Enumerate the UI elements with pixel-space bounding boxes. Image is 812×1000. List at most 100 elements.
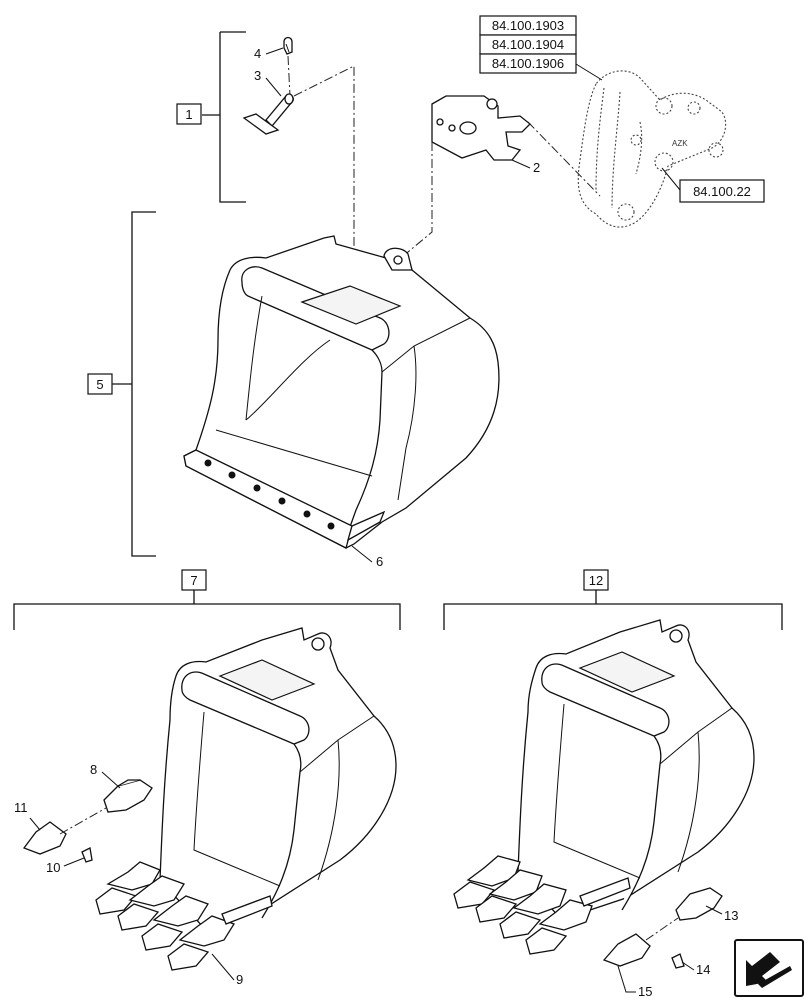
bucket-left-mount-plate xyxy=(218,659,316,701)
callout-2: 2 xyxy=(533,160,540,175)
callout-6-leader xyxy=(351,545,373,563)
pin-axis-line xyxy=(287,55,291,97)
bucket-right-lug-hole xyxy=(669,629,683,643)
coupler-guide-right xyxy=(527,121,601,197)
callout-3: 3 xyxy=(254,68,261,83)
quick-coupler-pin-lower xyxy=(654,152,674,172)
group-5-box[interactable] xyxy=(87,373,113,395)
edge-bolt xyxy=(303,510,311,518)
quick-coupler-pin xyxy=(687,101,701,115)
bucket-tooth-tip xyxy=(525,927,568,955)
edge-bolt xyxy=(278,497,286,505)
callout-2-leader xyxy=(511,159,531,169)
bucket-tooth[interactable] xyxy=(152,895,209,927)
edge-bolt xyxy=(228,471,236,479)
bucket-lug-hole xyxy=(393,255,403,265)
bucket-teeth-right-group: 12 13 15 14 xyxy=(443,569,783,999)
bucket-side-panel xyxy=(397,345,417,501)
bucket-inner-curve xyxy=(245,339,331,421)
group-1-box[interactable] xyxy=(176,103,202,125)
coupler-link-bolt xyxy=(436,118,444,126)
group-7-bracket xyxy=(13,590,401,630)
reference-22: 84.100.22 xyxy=(693,184,751,199)
reference-leader-22 xyxy=(661,167,681,191)
bucket-left-crossbar xyxy=(181,671,310,745)
bucket-inner-back xyxy=(245,295,263,421)
bucket-tooth[interactable] xyxy=(538,899,593,931)
quick-coupler-detail xyxy=(611,91,621,209)
group-12-bracket xyxy=(443,590,783,630)
bucket-tooth-tip xyxy=(167,943,210,971)
bucket-right-inner xyxy=(553,703,641,879)
bucket-tooth[interactable] xyxy=(128,875,185,907)
tooth-adapter[interactable] xyxy=(103,779,153,813)
quick-coupler-detail xyxy=(595,87,605,191)
group-7-label: 7 xyxy=(190,573,197,588)
quick-coupler-outline[interactable] xyxy=(577,70,727,228)
bucket-tooth-tip xyxy=(141,923,184,951)
coupler-marking: AZK xyxy=(672,139,688,148)
tooth-adapter-right[interactable] xyxy=(675,887,723,921)
bucket-tooth-tip xyxy=(499,911,542,939)
bucket-right-side-cutter xyxy=(579,877,631,907)
callout-9: 9 xyxy=(236,972,243,987)
bucket-right-side-edge xyxy=(621,735,662,911)
reference-box-1906[interactable] xyxy=(479,53,577,74)
group-5-label: 5 xyxy=(96,377,103,392)
pin-handle xyxy=(242,113,280,135)
callout-14-leader xyxy=(681,961,695,971)
coupler-link[interactable] xyxy=(431,95,531,161)
tooth-retaining-pin[interactable] xyxy=(81,847,93,863)
bucket-tooth[interactable] xyxy=(512,883,567,915)
retaining-clip[interactable] xyxy=(283,36,293,55)
callout-15-leader xyxy=(617,965,636,993)
reference-1906: 84.100.1906 xyxy=(492,56,564,71)
bucket-left-side-edge xyxy=(261,743,302,919)
quick-coupler-pin xyxy=(630,134,642,146)
callout-11-leader xyxy=(29,817,41,831)
tooth-tip-right[interactable] xyxy=(602,933,651,967)
bucket-left-side-panel xyxy=(317,739,340,881)
pin-assembly-group: 1 4 3 xyxy=(176,31,355,280)
coupler-link-bore xyxy=(459,121,477,135)
callout-4-leader xyxy=(265,47,284,55)
callout-3-leader xyxy=(265,77,282,97)
tooth-retaining-pin-right[interactable] xyxy=(671,953,685,969)
bucket-tooth-tip xyxy=(475,895,518,923)
edge-bolt xyxy=(253,484,261,492)
tooth-assembly-guide-right xyxy=(645,917,679,941)
edge-bolt xyxy=(204,459,212,467)
bucket-top-crossbar xyxy=(241,266,390,351)
navigation-arrow-shape xyxy=(746,952,792,988)
callout-8-leader xyxy=(101,771,121,789)
group-5-bracket xyxy=(131,211,156,557)
bucket-tooth[interactable] xyxy=(178,915,235,947)
reference-1903: 84.100.1903 xyxy=(492,18,564,33)
pin-assembly-guide xyxy=(293,65,355,280)
callout-13: 13 xyxy=(724,908,738,923)
bucket-outline[interactable] xyxy=(183,235,500,549)
edge-bolt xyxy=(327,522,335,530)
tooth-adapter-detail xyxy=(117,779,140,787)
bucket-right-crossbar xyxy=(541,663,670,737)
bucket-tooth-tip xyxy=(117,903,160,931)
coupler-guide-left xyxy=(395,142,433,263)
reference-box-22[interactable] xyxy=(679,179,765,203)
tooth-tip[interactable] xyxy=(22,821,67,855)
coupler-link-pin-hole xyxy=(486,98,498,110)
navigation-arrow-icon[interactable] xyxy=(734,939,804,997)
quick-coupler-pin-bottom xyxy=(617,203,635,221)
callout-15: 15 xyxy=(638,984,652,999)
callout-4: 4 xyxy=(254,46,261,61)
tooth-assembly-guide xyxy=(59,807,107,835)
retaining-clip-detail xyxy=(285,43,290,53)
callout-6: 6 xyxy=(376,554,383,569)
quick-coupler-pin-right xyxy=(708,142,724,158)
callout-13-leader xyxy=(705,905,723,915)
bucket-tooth-tip xyxy=(95,887,138,915)
bucket-mount-plate xyxy=(300,285,402,325)
callout-14: 14 xyxy=(696,962,710,977)
quick-coupler-pin-top xyxy=(655,97,673,115)
bucket-side-edge xyxy=(345,349,383,539)
